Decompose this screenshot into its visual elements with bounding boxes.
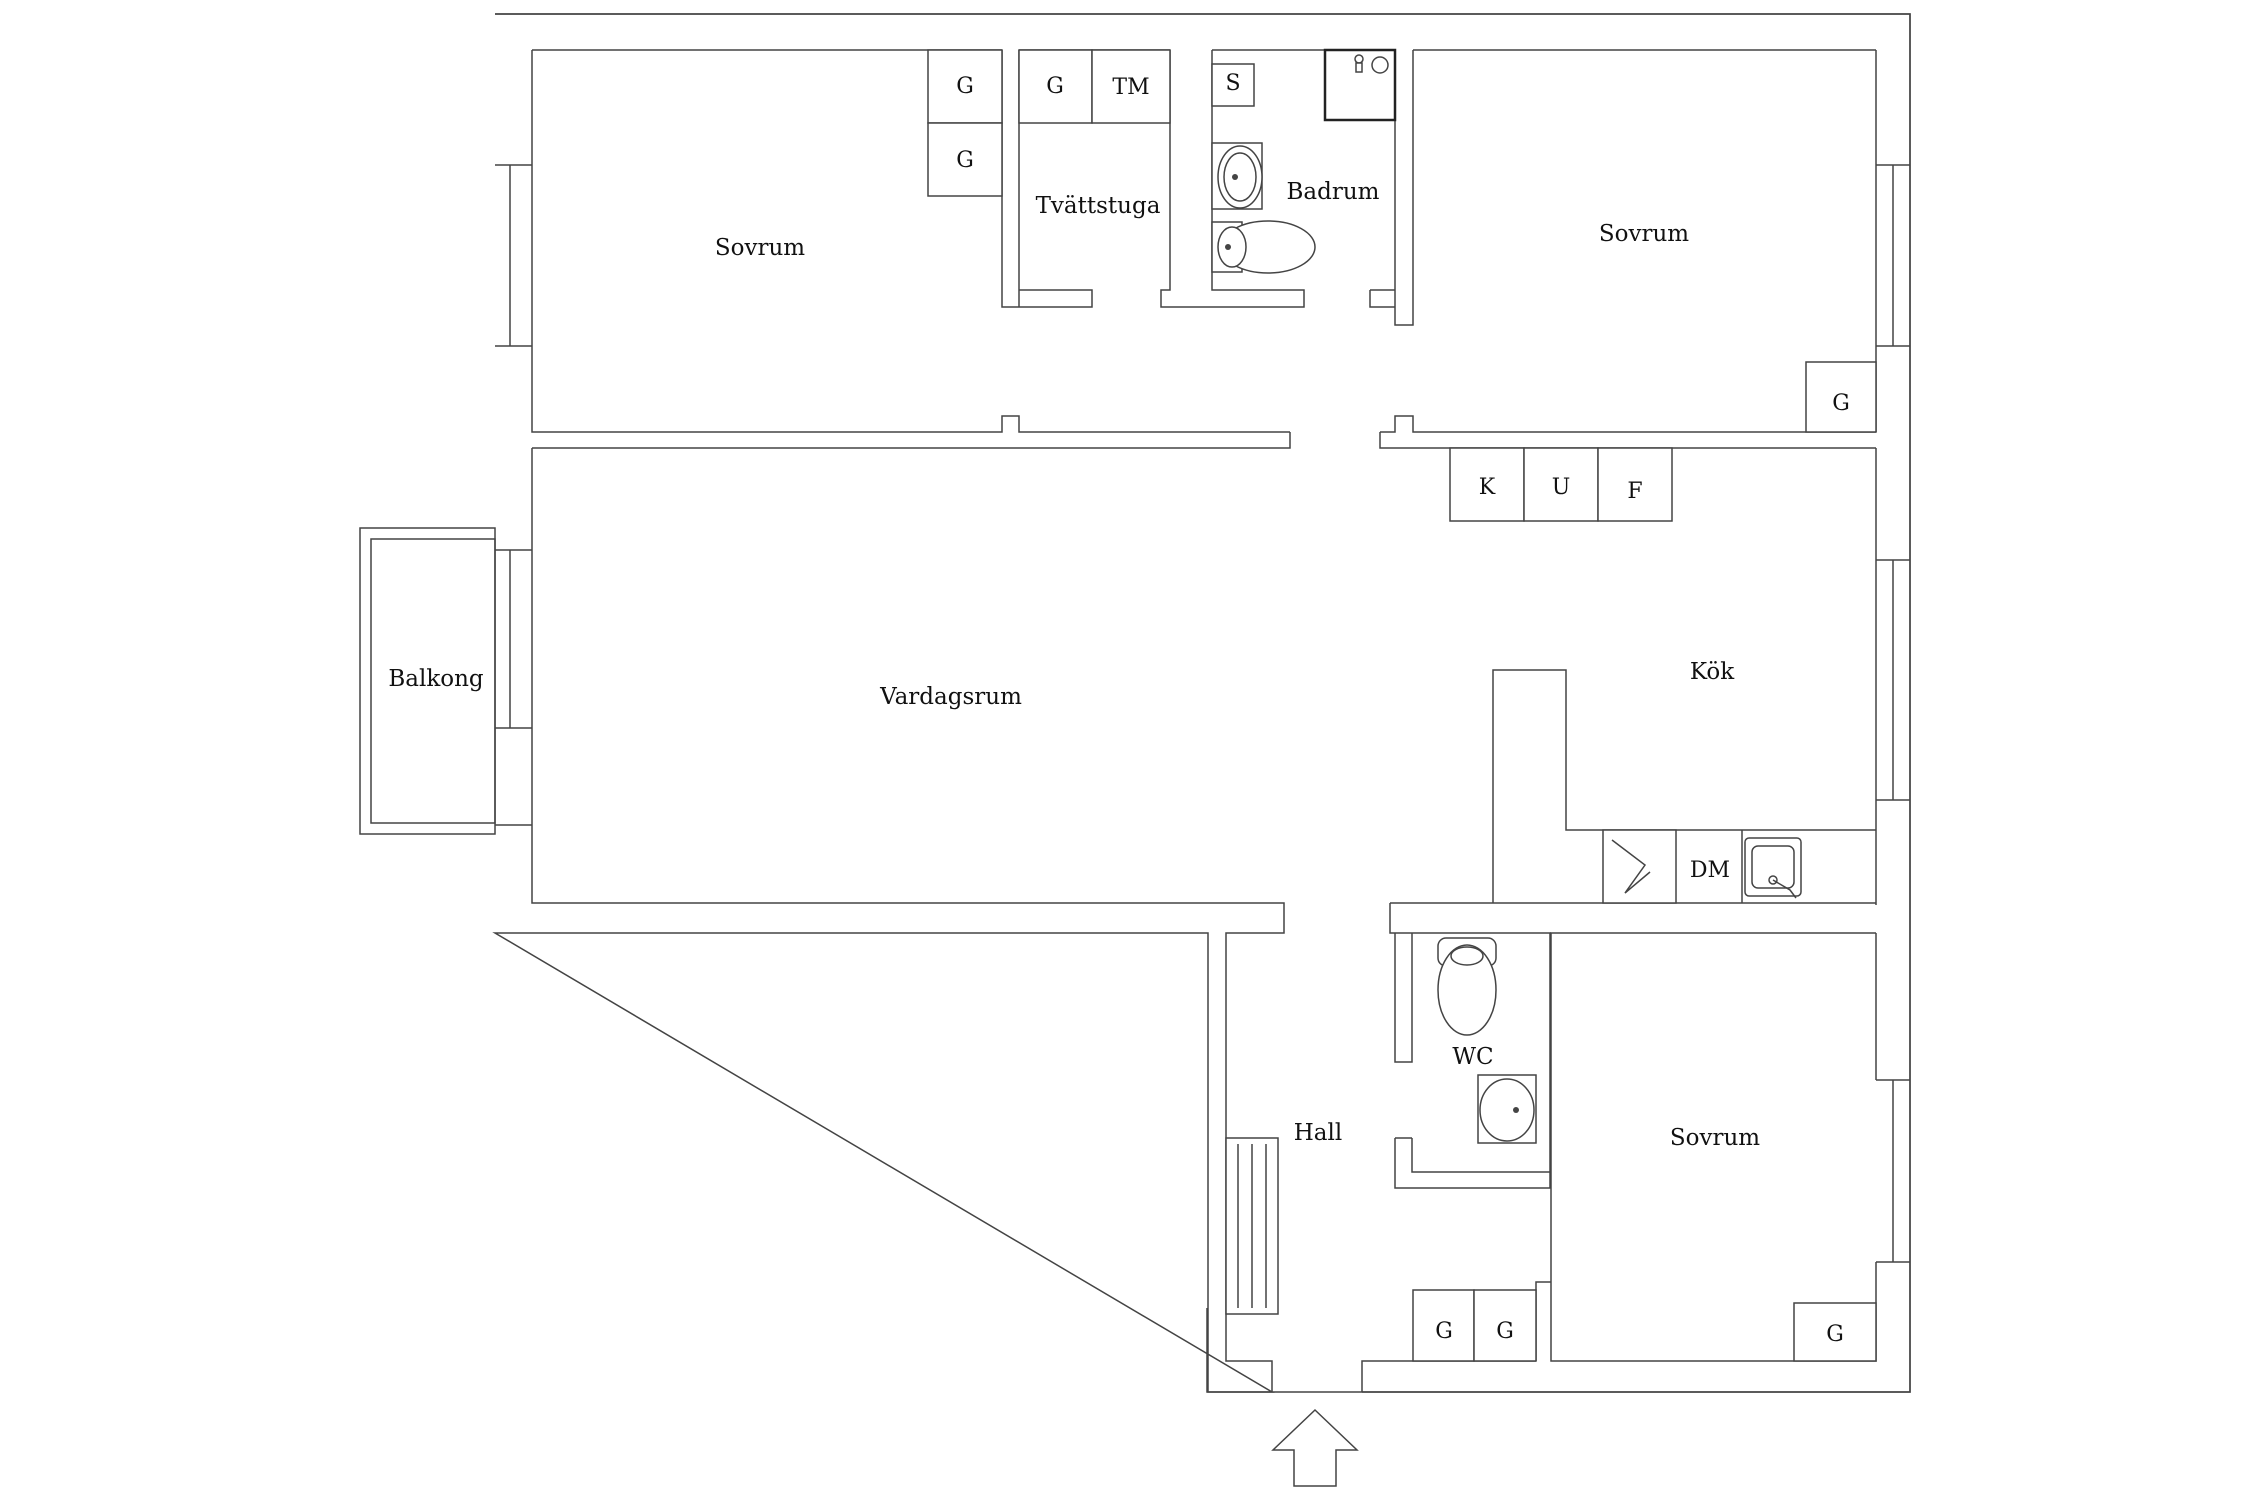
kitchen-appliances: K U F [1449, 447, 1673, 522]
laundry-appliances: G TM [1018, 49, 1171, 124]
radiator-fins [1237, 1144, 1267, 1308]
wc-toilet-icon [1437, 944, 1497, 1036]
shower-cell [1211, 63, 1255, 107]
kitchen-partition [1492, 669, 1876, 903]
wardrobe-cell [1805, 361, 1877, 433]
dryer-label: TM [1112, 75, 1149, 100]
wc-toilet-button-icon [1450, 946, 1484, 966]
room-label-balcony: Balkong [388, 666, 484, 692]
inner-wall-mid-horizontal-2 [1379, 432, 1876, 449]
shower-drain-icon [1371, 56, 1389, 74]
freezer-label: F [1627, 479, 1642, 504]
wc-sink-icon [1479, 1078, 1535, 1142]
wardrobe-label: G [1832, 391, 1850, 416]
room-label-bedroom-ne: Sovrum [1599, 221, 1689, 247]
wardrobe-label: G [956, 148, 974, 173]
wardrobe-ne: G [1805, 361, 1877, 433]
outer-wall-outer [492, 13, 1911, 1393]
wardrobe-cell [1793, 1302, 1877, 1362]
wardrobe-label: G [1046, 74, 1064, 99]
inner-wall-left [531, 50, 1290, 433]
room-label-bedroom-se: Sovrum [1670, 1125, 1760, 1151]
toilet-button-icon [1225, 244, 1231, 250]
toilet-seat-icon [1217, 226, 1247, 268]
room-label-toilet: WC [1452, 1044, 1493, 1070]
wardrobe-cell [1473, 1289, 1537, 1362]
room-label-kitchen: Kök [1690, 659, 1735, 685]
shower-label: S [1225, 71, 1240, 96]
laundry-walls-2 [1160, 50, 1305, 308]
living-room-window-left [495, 549, 532, 729]
sink-bowl [1223, 152, 1257, 202]
wc-fixtures [1437, 937, 1537, 1144]
wardrobe-label: G [1826, 1322, 1844, 1347]
wardrobe-cell [1412, 1289, 1475, 1362]
room-label-bedroom-nw: Sovrum [715, 235, 805, 261]
room-label-living: Vardagsrum [879, 684, 1022, 710]
stove-icon [1611, 839, 1651, 894]
wardrobe-cell [1018, 49, 1093, 124]
fridge-cell [1449, 447, 1525, 522]
wardrobe-group-hall: G G [1412, 1289, 1537, 1362]
wardrobe-se: G [1793, 1302, 1877, 1362]
outer-wall-outline [495, 13, 1911, 1393]
shower-head-icon [1354, 54, 1364, 64]
wc-sink-drain-icon [1513, 1107, 1519, 1113]
living-room-lower-wall [495, 448, 1285, 1392]
room-label-bathroom: Badrum [1287, 179, 1380, 205]
kitchen-hall-wall [1389, 902, 1876, 934]
freezer-cell [1597, 447, 1673, 522]
dishwasher-label: DM [1690, 858, 1730, 883]
hall-bottom-wall [1361, 1360, 1536, 1392]
bedroom-se-window [1876, 1079, 1910, 1263]
kitchen-counter: DM [1602, 829, 1802, 904]
bedroom-ne-window [1876, 164, 1910, 347]
bathroom-walls-2 [1369, 290, 1395, 308]
wardrobe-label: G [1435, 1319, 1453, 1344]
oven-label: U [1552, 475, 1571, 500]
balcony-inner [370, 538, 496, 824]
inner-wall-mid-horizontal [532, 415, 1876, 449]
bedroom-nw-window [495, 164, 532, 347]
shower-mixer-icon [1355, 62, 1363, 73]
wardrobe-group-nw: G G [927, 49, 1003, 197]
wc-walls [1394, 933, 1551, 1189]
entrance-arrow-icon [1271, 1408, 1359, 1487]
wardrobe-label: G [956, 74, 974, 99]
kitchen-sink-basin [1751, 845, 1795, 889]
wardrobe-label: G [1496, 1319, 1514, 1344]
kitchen-window [1876, 559, 1910, 801]
room-label-hall: Hall [1294, 1120, 1342, 1146]
bathroom-fixtures: S [1211, 48, 1397, 274]
wardrobe-cell [927, 122, 1003, 197]
room-label-laundry: Tvättstuga [1036, 193, 1161, 219]
radiator [1225, 1137, 1279, 1315]
kitchen-faucet-icon [1772, 879, 1797, 899]
sink-drain-icon [1232, 174, 1238, 180]
dryer-cell [1091, 49, 1171, 124]
fridge-label: K [1479, 475, 1496, 500]
